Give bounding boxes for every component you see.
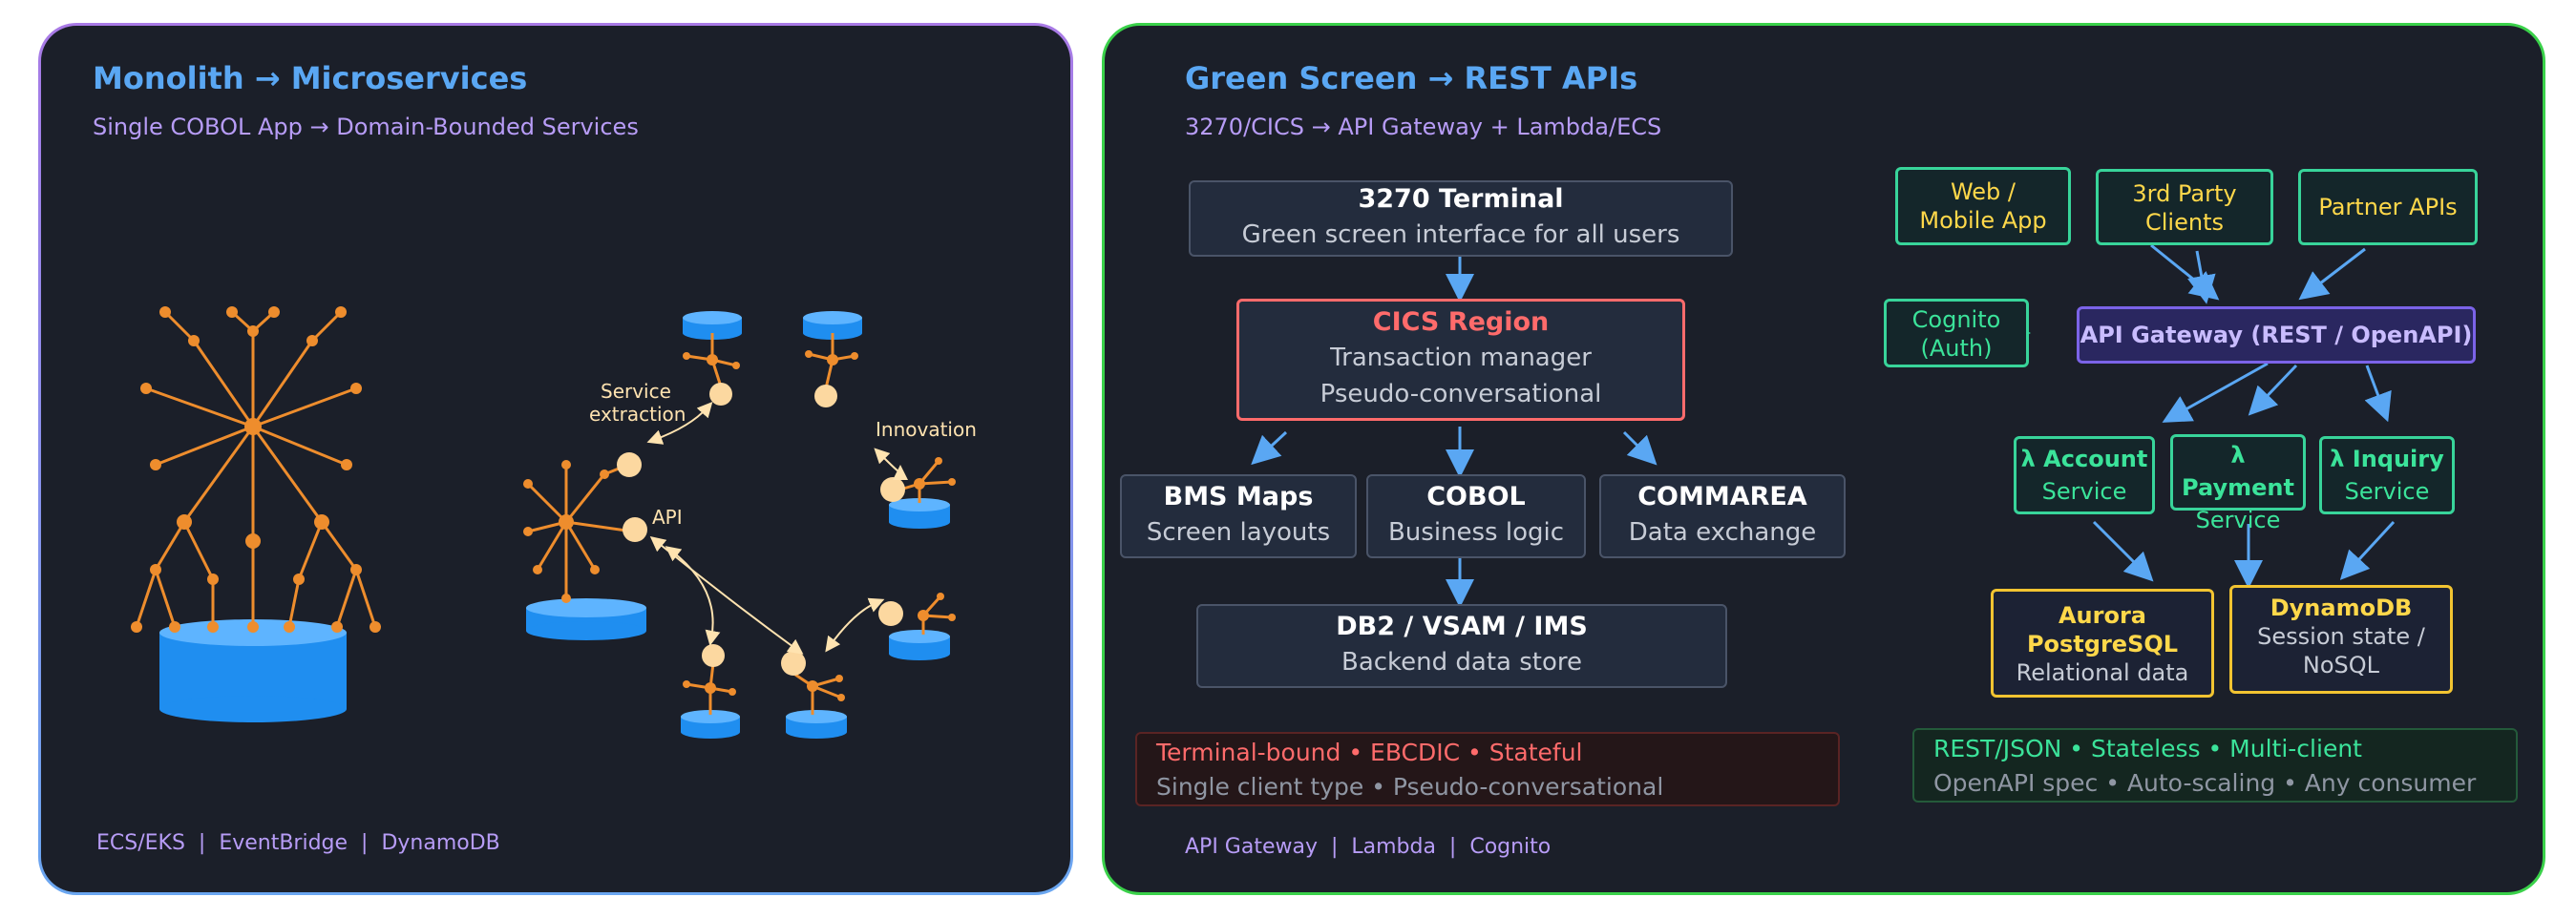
legacy-note-2: Single client type • Pseudo-conversation… bbox=[1156, 773, 1664, 801]
aurora-postgresql-box: Aurora PostgreSQL Relational data bbox=[1991, 589, 2214, 698]
api-gateway-box: API Gateway (REST / OpenAPI) bbox=[2077, 306, 2476, 364]
account-l2: Service bbox=[2041, 478, 2127, 505]
backend-db-box: DB2 / VSAM / IMS Backend data store bbox=[1196, 604, 1727, 688]
service-extraction-label: Service bbox=[601, 380, 671, 403]
aurora-l3: Relational data bbox=[2016, 659, 2189, 686]
dynamo-l3: NoSQL bbox=[2302, 652, 2380, 678]
cics-sub2: Pseudo-conversational bbox=[1320, 380, 1602, 408]
web-mobile-app-box: Web / Mobile App bbox=[1895, 167, 2071, 245]
aurora-l1: Aurora bbox=[2058, 602, 2146, 629]
db-sub: Backend data store bbox=[1341, 648, 1583, 677]
dynamo-l2: Session state / bbox=[2257, 623, 2425, 650]
monolith-database-icon bbox=[159, 619, 347, 722]
cognito-l1: Cognito bbox=[1911, 306, 2001, 333]
extracted-service-icon bbox=[880, 457, 956, 529]
api-label: API bbox=[652, 506, 683, 529]
terminal-title: 3270 Terminal bbox=[1358, 184, 1564, 214]
extracted-service-icon bbox=[878, 593, 956, 660]
legacy-note-1: Terminal-bound • EBCDIC • Stateful bbox=[1156, 739, 1583, 766]
aurora-l2: PostgreSQL bbox=[2026, 631, 2179, 657]
bms-maps-box: BMS Maps Screen layouts bbox=[1120, 474, 1357, 558]
modern-note-2: OpenAPI spec • Auto-scaling • Any consum… bbox=[1933, 769, 2477, 797]
payment-service-box: λ Payment Service bbox=[2170, 434, 2306, 533]
cobol-box: COBOL Business logic bbox=[1366, 474, 1586, 558]
monolith-tree-icon bbox=[135, 310, 377, 628]
inquiry-l2: Service bbox=[2344, 478, 2430, 505]
db-title: DB2 / VSAM / IMS bbox=[1336, 612, 1588, 641]
monolith-panel: Monolith → Microservices Single COBOL Ap… bbox=[38, 23, 1073, 895]
connector-lines bbox=[1251, 243, 2396, 608]
rest-api-panel: Green Screen → REST APIs 3270/CICS → API… bbox=[1102, 23, 2545, 895]
cics-sub1: Transaction manager bbox=[1330, 344, 1592, 372]
extracted-service-icon bbox=[803, 311, 862, 407]
panel-title: Green Screen → REST APIs bbox=[1185, 60, 1638, 96]
cobol-title: COBOL bbox=[1426, 482, 1526, 511]
monolith-illustration: API Service extraction Innovation bbox=[131, 306, 977, 739]
commarea-title: COMMAREA bbox=[1637, 482, 1807, 511]
dynamo-l1: DynamoDB bbox=[2270, 595, 2413, 621]
panel-subtitle: Single COBOL App → Domain-Bounded Servic… bbox=[93, 114, 639, 140]
panel-footer: ECS/EKS | EventBridge | DynamoDB bbox=[96, 831, 500, 855]
payment-l1: λ Payment bbox=[2182, 442, 2294, 501]
partner-apis-box: Partner APIs bbox=[2298, 169, 2478, 245]
core-service-icon bbox=[523, 452, 647, 640]
cognito-l2: (Auth) bbox=[1920, 335, 1993, 362]
web-l1: Web / bbox=[1950, 178, 2016, 205]
legacy-traits-note: Terminal-bound • EBCDIC • Stateful Singl… bbox=[1135, 732, 1840, 806]
cobol-sub: Business logic bbox=[1387, 518, 1565, 547]
service-extraction-label-2: extraction bbox=[589, 403, 686, 426]
extracted-service-icon bbox=[781, 651, 847, 739]
terminal-sub: Green screen interface for all users bbox=[1241, 220, 1680, 249]
third-party-clients-box: 3rd Party Clients bbox=[2096, 169, 2273, 245]
cognito-box: Cognito (Auth) bbox=[1884, 299, 2029, 367]
inquiry-l1: λ Inquiry bbox=[2330, 446, 2444, 472]
modern-note-1: REST/JSON • Stateless • Multi-client bbox=[1933, 735, 2362, 762]
bms-sub: Screen layouts bbox=[1146, 518, 1331, 547]
innovation-label: Innovation bbox=[876, 418, 977, 441]
bms-title: BMS Maps bbox=[1163, 482, 1314, 511]
payment-l2: Service bbox=[2195, 507, 2281, 533]
gateway-label: API Gateway (REST / OpenAPI) bbox=[2080, 322, 2473, 348]
cics-title: CICS Region bbox=[1372, 307, 1550, 337]
extracted-service-icon bbox=[683, 311, 742, 406]
commarea-sub: Data exchange bbox=[1628, 518, 1817, 547]
partner-label: Partner APIs bbox=[2318, 194, 2458, 220]
monolith-node-dots bbox=[131, 306, 381, 633]
inquiry-service-box: λ Inquiry Service bbox=[2319, 436, 2455, 514]
panel-subtitle: 3270/CICS → API Gateway + Lambda/ECS bbox=[1185, 114, 1662, 140]
modern-traits-note: REST/JSON • Stateless • Multi-client Ope… bbox=[1912, 728, 2518, 803]
web-l2: Mobile App bbox=[1919, 207, 2047, 234]
third-l2: Clients bbox=[2145, 209, 2224, 236]
terminal-box: 3270 Terminal Green screen interface for… bbox=[1189, 180, 1733, 257]
account-service-box: λ Account Service bbox=[2014, 436, 2155, 514]
account-l1: λ Account bbox=[2020, 446, 2148, 472]
extracted-service-icon bbox=[681, 644, 740, 739]
panel-title: Monolith → Microservices bbox=[93, 60, 528, 96]
dynamodb-box: DynamoDB Session state / NoSQL bbox=[2229, 585, 2453, 694]
cics-region-box: CICS Region Transaction manager Pseudo-c… bbox=[1236, 299, 1685, 421]
commarea-box: COMMAREA Data exchange bbox=[1599, 474, 1846, 558]
panel-footer: API Gateway | Lambda | Cognito bbox=[1185, 835, 1552, 859]
third-l1: 3rd Party bbox=[2132, 180, 2237, 207]
